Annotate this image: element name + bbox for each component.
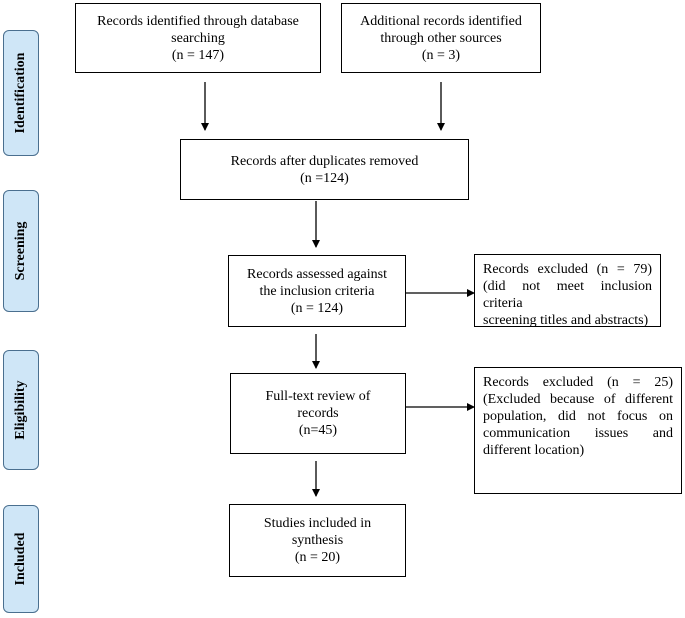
box-database-line-2: searching	[171, 30, 225, 46]
box-included-line-2: synthesis	[291, 533, 344, 548]
box-assessed-line-2: the inclusion criteria	[259, 283, 375, 299]
box-excl-screen-line-2: (did not meet inclusion criteria	[483, 279, 652, 311]
box-excl-screen-line-1: Records excluded (n = 79)	[483, 262, 652, 277]
box-duplicates-removed: Records after duplicates removed (n =124…	[180, 139, 469, 200]
box-assessed-line-1: Records assessed against	[247, 266, 387, 282]
stage-screening: Screening	[3, 190, 39, 312]
box-included-line-1: Studies included in	[263, 516, 372, 531]
stage-eligibility: Eligibility	[3, 350, 39, 470]
stage-included: Included	[3, 505, 39, 613]
stage-identification: Identification	[3, 30, 39, 156]
box-excl-full-line-1: Records excluded (n = 25)	[483, 375, 673, 390]
box-included-synthesis: Studies included in synthesis (n = 20)	[229, 504, 406, 577]
box-fulltext-review: Full-text review of records (n=45)	[230, 373, 406, 454]
box-other-line-2: through other sources	[380, 30, 502, 46]
box-excluded-screening: Records excluded (n = 79) (did not meet …	[474, 254, 661, 328]
box-other-line-3: (n = 3)	[421, 47, 461, 63]
box-other-line-1: Additional records identified	[360, 13, 522, 29]
box-database-line-3: (n = 147)	[171, 47, 225, 63]
box-assessed: Records assessed against the inclusion c…	[228, 255, 406, 327]
box-excl-full-line-3: population, did not focus on	[483, 409, 673, 424]
box-included-line-3: (n = 20)	[294, 550, 341, 565]
box-excl-full-line-5: different location)	[483, 443, 585, 458]
box-assessed-line-3: (n = 124)	[290, 300, 344, 316]
box-other-sources: Additional records identified through ot…	[341, 3, 541, 73]
box-excluded-fulltext: Records excluded (n = 25) (Excluded beca…	[474, 367, 682, 494]
box-database-records: Records identified through database sear…	[75, 3, 321, 73]
box-excl-full-line-4: communication issues and	[483, 426, 673, 441]
box-fulltext-line-1: Full-text review of	[265, 389, 371, 404]
box-fulltext-line-3: (n=45)	[298, 423, 338, 438]
box-duplicates-line-2: (n =124)	[300, 170, 349, 186]
box-excl-screen-line-3: screening titles and abstracts)	[483, 313, 649, 328]
box-database-line-1: Records identified through database	[97, 13, 299, 29]
box-duplicates-line-1: Records after duplicates removed	[230, 153, 419, 169]
box-excl-full-line-2: (Excluded because of different	[483, 392, 673, 407]
box-fulltext-line-2: records	[297, 406, 339, 421]
